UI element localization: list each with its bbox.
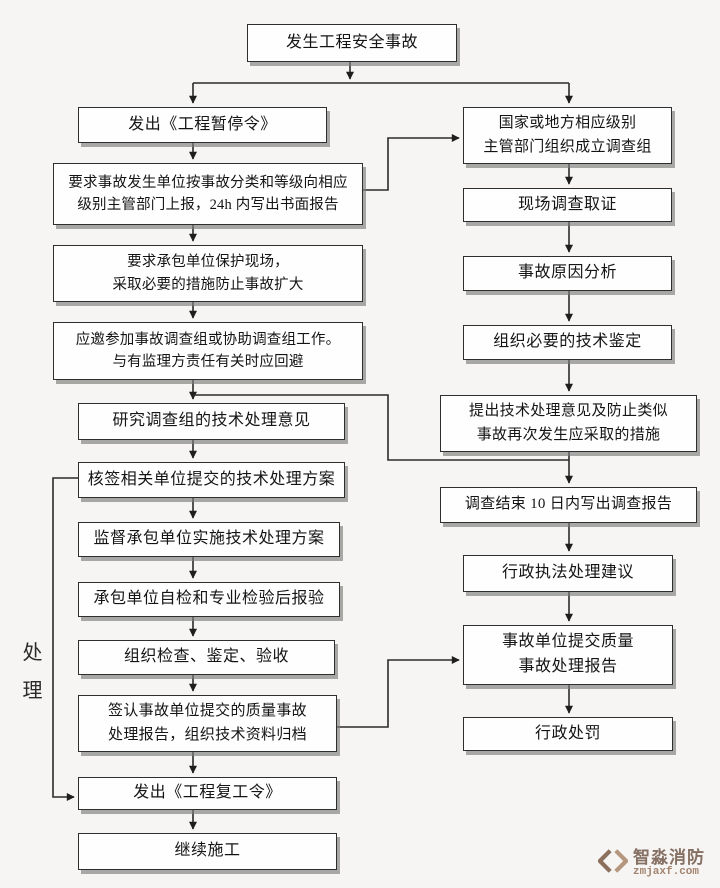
side-label-handling: 处 理	[22, 642, 44, 702]
node-propose-measures: 提出技术处理意见及防止类似 事故再次发生应采取的措施	[440, 395, 697, 452]
node-continue-construction: 继续施工	[78, 833, 337, 870]
node-protect-site-prevent-expansion: 要求承包单位保护现场， 采取必要的措施防止事故扩大	[53, 245, 363, 302]
watermark: 智淼消防 zmjaxf.com	[596, 846, 705, 881]
node-join-investigation-team: 应邀参加事故调查组或协助调查组工作。 与有监理方责任有关时应回避	[53, 322, 363, 380]
node-administrative-penalty: 行政处罚	[463, 717, 673, 751]
node-organize-acceptance: 组织检查、鉴定、验收	[78, 640, 335, 675]
node-investigation-report-10-days: 调查结束 10 日内写出调查报告	[440, 487, 697, 523]
node-site-investigation: 现场调查取证	[463, 188, 672, 222]
node-study-technical-opinions: 研究调查组的技术处理意见	[78, 403, 345, 440]
node-issue-suspension-order: 发出《工程暂停令》	[78, 107, 327, 143]
node-sign-report-archive: 签认事故单位提交的质量事故 处理报告，组织技术资料归档	[78, 695, 337, 752]
watermark-logo-icon	[596, 846, 630, 881]
node-supervise-implementation: 监督承包单位实施技术处理方案	[78, 522, 340, 557]
watermark-brand: 智淼消防	[633, 847, 705, 867]
node-unit-submits-report: 事故单位提交质量 事故处理报告	[463, 625, 673, 685]
node-accident-occurs: 发生工程安全事故	[247, 24, 457, 62]
node-issue-resumption-order: 发出《工程复工令》	[78, 777, 337, 810]
node-report-to-authority-24h: 要求事故发生单位按事故分类和等级向相应 级别主管部门上报，24h 内写出书面报告	[53, 163, 363, 225]
node-countersign-technical-plan: 核签相关单位提交的技术处理方案	[78, 462, 345, 498]
node-contractor-self-inspection: 承包单位自检和专业检验后报验	[78, 582, 340, 617]
node-authority-forms-investigation-team: 国家或地方相应级别 主管部门组织成立调查组	[463, 107, 672, 164]
node-technical-appraisal: 组织必要的技术鉴定	[463, 325, 672, 360]
node-enforcement-suggestions: 行政执法处理建议	[463, 555, 673, 592]
node-cause-analysis: 事故原因分析	[463, 256, 672, 291]
watermark-domain: zmjaxf.com	[633, 865, 700, 878]
